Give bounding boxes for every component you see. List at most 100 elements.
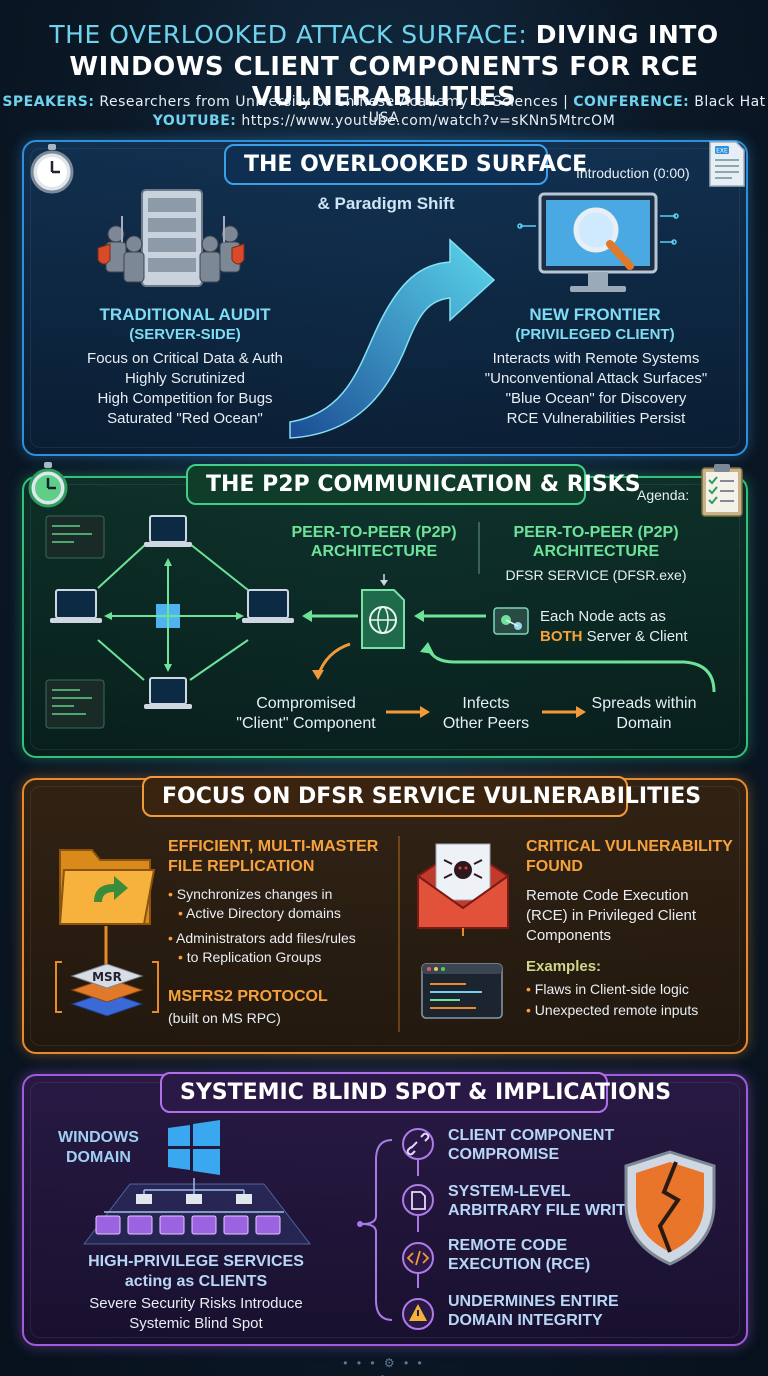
windows-domain-label: WINDOWS DOMAIN — [58, 1128, 139, 1168]
vuln-line: (RCE) in Privileged Client — [526, 907, 697, 924]
dfsr-service-label: DFSR SERVICE (DFSR.exe) — [505, 567, 687, 583]
document-icon: EXE — [709, 141, 745, 187]
new-frontier-list: Interacts with Remote Systems "Unconvent… — [456, 349, 736, 429]
section3-title: FOCUS ON DFSR SERVICE VULNERABILITIES — [142, 776, 701, 817]
traditional-audit-list: Focus on Critical Data & Auth Highly Scr… — [50, 349, 320, 429]
traditional-audit-line: Saturated "Red Ocean" — [107, 410, 263, 427]
flow-step-line: Compromised — [256, 695, 356, 712]
examples-label: Examples: — [526, 958, 602, 975]
return-flow-arrow — [420, 642, 716, 693]
blind-spot-line: Systemic Blind Spot — [129, 1315, 263, 1332]
guarded-server-icon — [97, 189, 245, 287]
protocol-sub: (built on MS RPC) — [168, 1010, 281, 1026]
bullet-line: Synchronizes changes in — [168, 885, 393, 904]
conference-value: Black Hat USA — [368, 94, 766, 126]
node-description: Each Node acts as BOTH Server & Client — [540, 607, 688, 647]
node-bold: BOTH — [540, 628, 583, 645]
protocol-stack-icon: MSR — [55, 961, 159, 1017]
chain-step-domain-integrity: UNDERMINES ENTIRE DOMAIN INTEGRITY — [448, 1292, 619, 1330]
new-frontier-subheading: (PRIVILEGED CLIENT) — [515, 326, 675, 343]
p2p-network-diagram — [45, 515, 294, 729]
malicious-envelope-icon — [417, 843, 509, 936]
node-line-2: Server & Client — [586, 628, 688, 645]
new-frontier-line: RCE Vulnerabilities Persist — [506, 410, 686, 427]
vuln-description: Remote Code Execution (RCE) in Privilege… — [526, 886, 736, 946]
monitor-magnifier-icon — [517, 192, 679, 292]
traditional-audit-line: Highly Scrutinized — [124, 370, 246, 387]
traditional-audit-line: High Competition for Bugs — [97, 390, 273, 407]
vuln-heading-2: FOUND — [526, 858, 583, 875]
broken-shield-icon — [624, 1150, 716, 1266]
folder-sync-icon — [58, 849, 156, 976]
domain-line: WINDOWS — [58, 1129, 139, 1146]
doc-badge: EXE — [716, 148, 728, 155]
vuln-line: Remote Code Execution — [526, 887, 689, 904]
examples-list: Flaws in Client-side logic Unexpected re… — [526, 980, 736, 1020]
replication-heading-1: EFFICIENT, MULTI-MASTER — [168, 838, 379, 855]
flow-step-spreads: Spreads within Domain — [574, 694, 714, 734]
chain-icons — [402, 1128, 434, 1330]
title-bold: DIVING INTO — [535, 20, 719, 49]
blind-spot-text: Severe Security Risks Introduce Systemic… — [56, 1294, 336, 1334]
new-frontier-line: "Blue Ocean" for Discovery — [505, 390, 687, 407]
flow-arrow — [542, 706, 586, 718]
bullet-text: to Replication Groups — [186, 949, 322, 965]
high-privilege-heading: HIGH-PRIVILEGE SERVICES acting as CLIENT… — [60, 1252, 332, 1292]
chain-step-client-compromise: CLIENT COMPONENT COMPROMISE — [448, 1126, 614, 1164]
p2p-heading-a1: PEER-TO-PEER (P2P) — [291, 524, 457, 541]
new-frontier-line: "Unconventional Attack Surfaces" — [484, 370, 708, 387]
flow-arrow — [386, 706, 430, 718]
windows-domain-tree — [82, 1120, 312, 1245]
replication-heading-2: FILE REPLICATION — [168, 858, 315, 875]
network-file-icon — [302, 574, 486, 680]
terminal-window-icon — [45, 515, 105, 729]
section1-title: THE OVERLOOKED SURFACE — [224, 144, 587, 185]
section1-timestamp: Introduction (0:00) — [576, 165, 690, 181]
p2p-heading-b2: ARCHITECTURE — [532, 543, 660, 560]
new-frontier-heading: NEW FRONTIER — [529, 305, 661, 324]
new-frontier-line: Interacts with Remote Systems — [492, 350, 700, 367]
vuln-heading-1: CRITICAL VULNERABILITY — [526, 838, 733, 855]
youtube-label: YOUTUBE: — [152, 113, 237, 129]
section1-subtitle: & Paradigm Shift — [317, 194, 455, 213]
section4-title: SYSTEMIC BLIND SPOT & IMPLICATIONS — [160, 1072, 671, 1113]
protocol-heading: MSFRS2 PROTOCOL — [168, 988, 328, 1005]
stopwatch-icon — [28, 462, 68, 508]
domain-line: DOMAIN — [65, 1149, 131, 1166]
traditional-audit-line: Focus on Critical Data & Auth — [87, 350, 283, 367]
windows-logo-icon — [168, 1120, 220, 1175]
flow-step-line: Domain — [616, 715, 672, 732]
chain-line: SYSTEM-LEVEL — [448, 1183, 571, 1200]
chain-line: COMPROMISE — [448, 1146, 560, 1163]
conference-label: CONFERENCE: — [573, 94, 690, 110]
heading-line: acting as CLIENTS — [124, 1273, 268, 1290]
blind-spot-line: Severe Security Risks Introduce — [89, 1295, 303, 1312]
windows-logo-icon — [156, 604, 180, 628]
msr-label: MSR — [92, 970, 122, 984]
code-window-icon — [421, 963, 503, 1019]
traditional-audit-heading: TRADITIONAL AUDIT — [99, 305, 271, 324]
chain-step-file-writing: SYSTEM-LEVEL ARBITRARY FILE WRITING — [448, 1182, 654, 1220]
p2p-heading-a2: ARCHITECTURE — [310, 543, 438, 560]
meta-speakers: SPEAKERS: Researchers from University of… — [0, 94, 768, 126]
p2p-heading-b1: PEER-TO-PEER (P2P) — [513, 524, 679, 541]
laptop-node-icon — [50, 515, 294, 709]
chain-step-rce: REMOTE CODE EXECUTION (RCE) — [448, 1236, 590, 1274]
youtube-link[interactable]: https://www.youtube.com/watch?v=sKNn5Mtr… — [241, 113, 616, 129]
flow-step-compromised: Compromised "Client" Component — [226, 694, 386, 734]
chain-line: UNDERMINES ENTIRE — [448, 1293, 619, 1310]
traditional-audit-subheading: (SERVER-SIDE) — [129, 326, 241, 343]
chain-line: EXECUTION (RCE) — [448, 1256, 591, 1273]
divider — [398, 836, 400, 1032]
replication-bullets: Synchronizes changes in Active Directory… — [168, 885, 393, 967]
chain-line: CLIENT COMPONENT — [448, 1127, 615, 1144]
footer-decoration: • • • ⚙ • • • — [343, 1356, 425, 1376]
bullet-line-cont: Active Directory domains — [168, 904, 393, 923]
title-line-2: WINDOWS CLIENT COMPONENTS FOR RCE VULNER… — [69, 52, 699, 112]
example-item: Flaws in Client-side logic — [526, 980, 736, 999]
section2-title: THE P2P COMMUNICATION & RISKS — [186, 464, 641, 505]
chain-bracket — [357, 1139, 393, 1321]
node-line-1: Each Node acts as — [540, 608, 666, 625]
heading-line: HIGH-PRIVILEGE SERVICES — [88, 1253, 304, 1270]
example-item: Unexpected remote inputs — [526, 1001, 736, 1020]
